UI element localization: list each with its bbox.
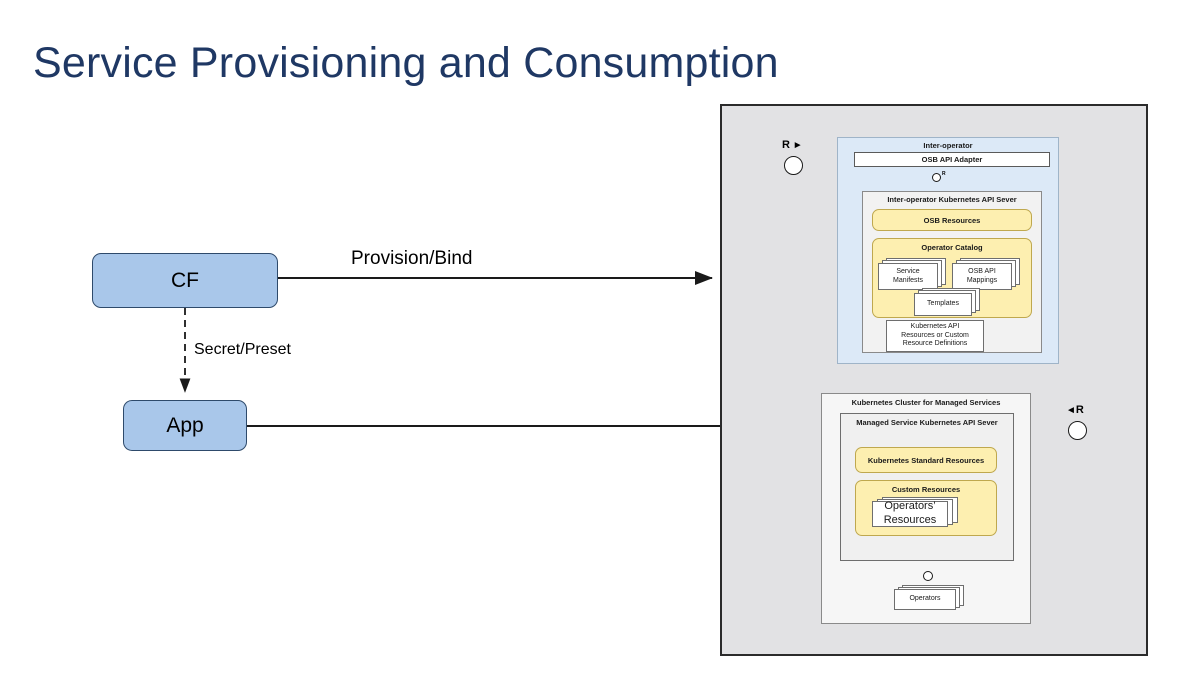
k8s-standard-resources-block[interactable]: Kubernetes Standard Resources	[855, 447, 997, 473]
interface-adapter-socket-label: R	[942, 171, 946, 177]
doc-sheet-front: Service Manifests	[878, 263, 938, 290]
doc-line-1: Templates	[927, 300, 959, 308]
interface-required-right-circle[interactable]	[1068, 421, 1087, 440]
doc-sheet-front: Templates	[914, 293, 972, 316]
custom-resources-title: Custom Resources	[891, 485, 961, 494]
page-title: Service Provisioning and Consumption	[33, 39, 779, 87]
doc-operators[interactable]: Operators	[894, 585, 964, 610]
doc-templates[interactable]: Templates	[914, 288, 980, 316]
osb-api-adapter[interactable]: OSB API Adapter	[854, 152, 1050, 167]
doc-sheet-front: OSB API Mappings	[952, 263, 1012, 290]
inter-operator-title: Inter-operator	[923, 141, 973, 150]
doc-sheet-front: Operators	[894, 589, 956, 610]
doc-line-2: Mappings	[966, 276, 998, 284]
doc-sheet-front: Operators’ Resources	[872, 500, 948, 527]
doc-osb-api-mappings[interactable]: OSB API Mappings	[952, 258, 1020, 290]
doc-line-3: Resource Definitions	[902, 340, 968, 348]
operator-catalog-title: Operator Catalog	[921, 243, 983, 252]
osb-resources-label: OSB Resources	[923, 215, 981, 225]
interface-adapter-socket-circle[interactable]	[932, 173, 941, 182]
managed-api-server-title: Managed Service Kubernetes API Sever	[856, 418, 998, 427]
osb-api-adapter-label: OSB API Adapter	[921, 155, 983, 164]
interface-provided-left-circle[interactable]	[784, 156, 803, 175]
actor-app-label: App	[166, 413, 204, 437]
doc-line-1: Operators	[909, 595, 941, 603]
actor-cf[interactable]: CF	[92, 253, 278, 308]
flow-label-provision-bind: Provision/Bind	[351, 248, 473, 269]
actor-cf-label: CF	[171, 268, 199, 292]
k8s-standard-resources-label: Kubernetes Standard Resources	[867, 455, 985, 465]
doc-line-1: Operators’	[884, 500, 936, 513]
doc-line-2: Manifests	[893, 276, 923, 284]
actor-app[interactable]: App	[123, 400, 247, 451]
doc-line-1: OSB API	[968, 267, 996, 275]
osb-resources-block[interactable]: OSB Resources	[872, 209, 1032, 231]
doc-line-2: Resources or Custom	[901, 331, 969, 339]
interface-operators-socket-circle[interactable]	[923, 571, 933, 581]
managed-cluster-title: Kubernetes Cluster for Managed Services	[851, 398, 1001, 407]
flow-label-secret-preset: Secret/Preset	[194, 341, 291, 358]
doc-sheet-front: Kubernetes API Resources or Custom Resou…	[886, 320, 984, 352]
doc-line-1: Kubernetes API	[910, 322, 960, 330]
doc-service-manifests[interactable]: Service Manifests	[878, 258, 946, 290]
doc-k8s-api-resources[interactable]: Kubernetes API Resources or Custom Resou…	[886, 320, 984, 352]
doc-operators-resources[interactable]: Operators’ Resources	[872, 497, 958, 527]
interop-api-server-title: Inter-operator Kubernetes API Sever	[887, 195, 1017, 204]
doc-line-2: Resources	[883, 514, 937, 526]
interface-required-right-label: ◄R	[1066, 404, 1084, 416]
interface-provided-left-label: R ►	[782, 139, 803, 151]
doc-line-1: Service	[896, 267, 920, 275]
